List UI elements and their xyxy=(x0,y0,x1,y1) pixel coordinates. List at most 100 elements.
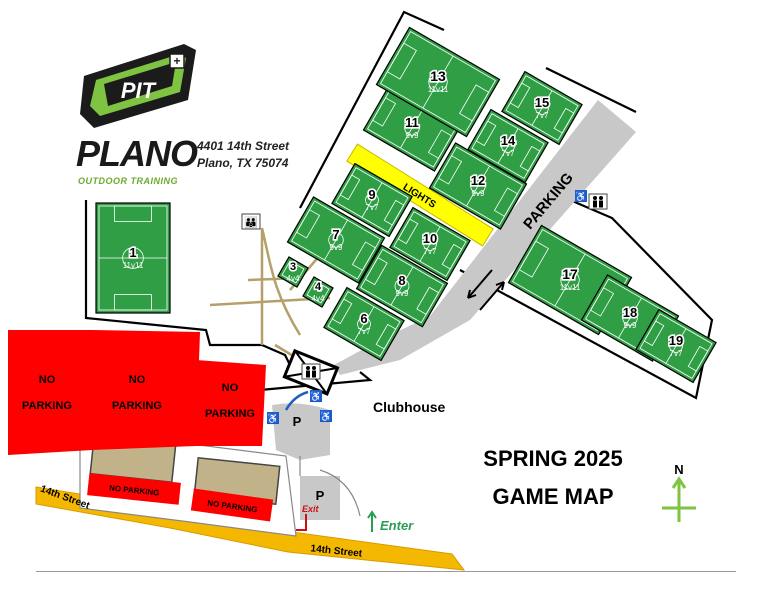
north-arrow-icon xyxy=(662,476,696,522)
accessible-icon: ♿ xyxy=(320,410,332,423)
no-parking-zone-2 xyxy=(92,330,200,450)
north-label: N xyxy=(674,462,683,477)
field-size-7: 9v9 xyxy=(330,243,343,252)
map-title-line-1: SPRING 2025 xyxy=(483,446,623,471)
field-14 xyxy=(467,108,549,184)
clubhouse-drive xyxy=(272,403,330,460)
field-size-18: 9v9 xyxy=(624,321,637,330)
field-number-19: 19 xyxy=(669,333,683,348)
field-size-17: 11v11 xyxy=(560,283,581,292)
parking-lane xyxy=(334,100,636,375)
restroom-icon xyxy=(301,363,321,380)
field-size-13: 11v11 xyxy=(428,85,449,94)
field-number-17: 17 xyxy=(562,266,578,282)
field-19 xyxy=(635,308,717,384)
one-way-arrow-up xyxy=(479,281,505,311)
field-8 xyxy=(355,244,449,328)
svg-text:+: + xyxy=(173,54,180,68)
enter-arrow xyxy=(367,510,377,532)
field-size-9: 7v7 xyxy=(366,203,379,212)
walking-path xyxy=(209,227,341,362)
address-line-2: Plano, TX 75074 xyxy=(197,156,289,170)
field-number-9: 9 xyxy=(368,187,375,202)
enter-label: Enter xyxy=(380,518,414,533)
field-number-3: 3 xyxy=(290,261,296,273)
field-number-18: 18 xyxy=(623,305,637,320)
clubhouse-label: Clubhouse xyxy=(373,399,446,415)
field-6 xyxy=(323,286,405,362)
svg-text:♿: ♿ xyxy=(320,410,332,423)
restroom-icon: 👪 xyxy=(241,213,261,230)
field-number-13: 13 xyxy=(430,68,446,84)
map-title: SPRING 2025 GAME MAP xyxy=(468,440,638,516)
field-number-6: 6 xyxy=(360,311,367,326)
brand-tagline: OUTDOOR TRAINING xyxy=(78,176,178,186)
field-10 xyxy=(389,206,471,282)
field-1 xyxy=(95,202,171,314)
svg-text:♿: ♿ xyxy=(267,412,279,425)
map-title-line-2: GAME MAP xyxy=(492,484,614,509)
exit-arrow xyxy=(296,514,307,531)
no-parking-label: NO xyxy=(222,382,239,394)
field-size-10: 7v7 xyxy=(424,247,437,256)
field-number-1: 1 xyxy=(129,245,136,260)
field-7 xyxy=(286,196,386,284)
field-number-11: 11 xyxy=(405,115,419,130)
lower-lot-lane xyxy=(300,476,340,520)
no-parking-label: NO xyxy=(129,374,146,386)
no-parking-zone-1 xyxy=(8,330,92,455)
one-way-arrow-down xyxy=(467,269,493,299)
no-parking-label: PARKING xyxy=(22,400,72,412)
field-size-11: 9v9 xyxy=(406,131,419,140)
accessible-icon: ♿ xyxy=(575,190,587,203)
accessible-route-arrow xyxy=(284,390,309,411)
field-number-7: 7 xyxy=(332,227,339,242)
bottom-divider xyxy=(36,571,736,572)
field-size-19: 7v7 xyxy=(670,349,683,358)
address-line-1: 4401 14th Street xyxy=(197,139,290,153)
field-size-15: 7v7 xyxy=(536,111,549,120)
field-number-15: 15 xyxy=(535,95,549,110)
field-number-14: 14 xyxy=(501,133,516,148)
pit-logo: PIT + xyxy=(80,44,196,128)
field-size-8: 9v9 xyxy=(396,289,409,298)
logo-wordmark: PIT xyxy=(121,78,157,103)
field-size-3: 4v4 xyxy=(287,274,300,283)
boundary-line xyxy=(84,10,714,400)
field-number-4: 4 xyxy=(315,281,322,293)
no-parking-label: PARKING xyxy=(112,400,162,412)
entrance-loop xyxy=(319,469,361,517)
address: 4401 14th Street Plano, TX 75074 xyxy=(197,138,289,172)
no-parking-label: NO xyxy=(39,374,56,386)
svg-text:👪: 👪 xyxy=(244,216,258,229)
field-15 xyxy=(501,70,583,146)
field-size-12: 9v9 xyxy=(472,189,485,198)
field-number-10: 10 xyxy=(423,231,437,246)
accessible-icon: ♿ xyxy=(310,390,322,403)
no-parking-strip-2 xyxy=(190,488,274,522)
field-size-1: 11v11 xyxy=(123,261,144,270)
parking-lot-marker: P xyxy=(293,414,302,429)
svg-text:♿: ♿ xyxy=(310,390,322,403)
field-9 xyxy=(331,162,413,238)
field-size-4: 4v4 xyxy=(312,294,325,303)
field-number-8: 8 xyxy=(398,273,405,288)
brand-name: PLANO xyxy=(76,133,198,174)
no-parking-strip-1 xyxy=(87,473,181,505)
field-12 xyxy=(428,142,528,230)
field-4 xyxy=(302,276,334,308)
field-3 xyxy=(277,256,309,288)
exit-label: Exit xyxy=(302,504,320,514)
field-number-12: 12 xyxy=(471,173,485,188)
field-size-6: 7v7 xyxy=(358,327,371,336)
no-parking-zone-3 xyxy=(196,360,266,446)
accessible-icon: ♿ xyxy=(267,412,279,425)
no-parking-label: PARKING xyxy=(205,408,255,420)
street-label: 14th Street xyxy=(310,543,363,559)
parking-lot-marker: P xyxy=(316,488,325,503)
svg-text:♿: ♿ xyxy=(575,190,587,203)
field-size-14: 7v7 xyxy=(502,149,515,158)
field-13 xyxy=(375,26,501,138)
